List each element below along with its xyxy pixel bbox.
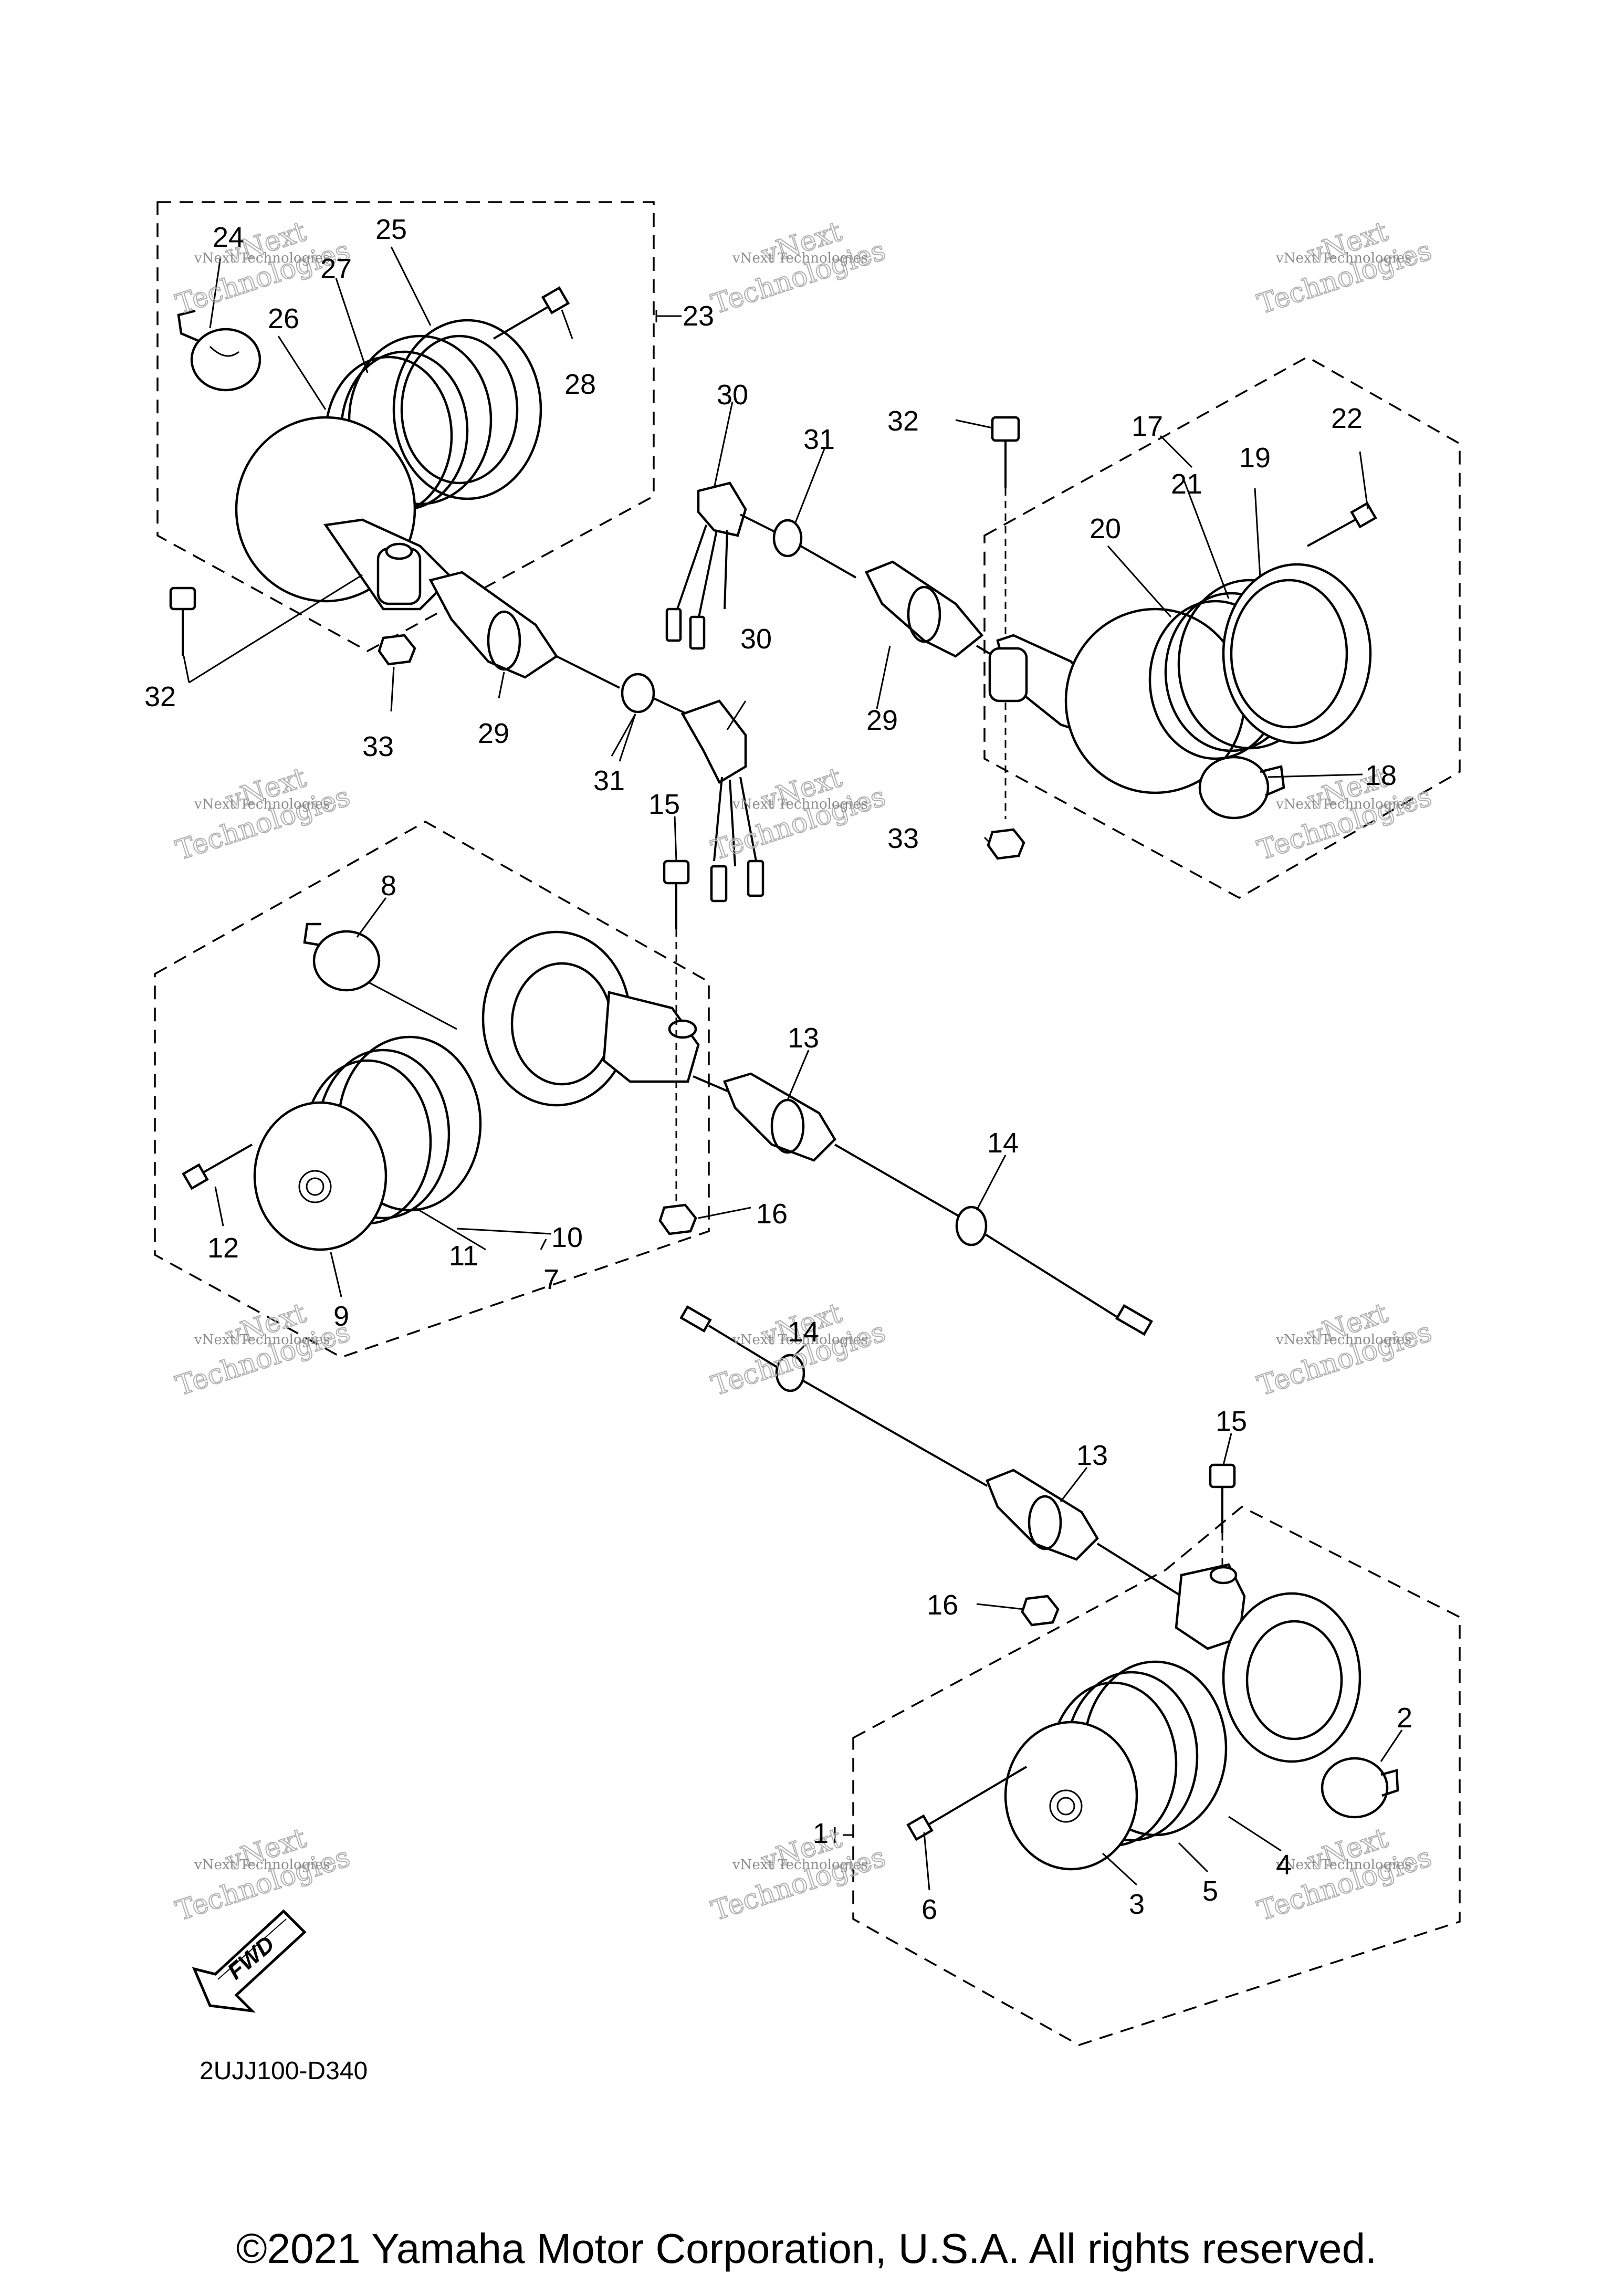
watermark-small: vNext Technologies bbox=[1275, 796, 1411, 812]
leader-lines bbox=[183, 246, 1403, 1891]
callout-28: 28 bbox=[564, 369, 596, 400]
callout-3: 3 bbox=[1129, 1889, 1145, 1920]
callout-30-upper: 30 bbox=[717, 379, 748, 411]
group-outline-23 bbox=[156, 201, 655, 652]
callout-2: 2 bbox=[1397, 1702, 1412, 1734]
fwd-arrow-icon: FWD bbox=[192, 1909, 307, 2013]
callout-11: 11 bbox=[449, 1240, 478, 1272]
callout-24: 24 bbox=[213, 222, 244, 253]
callout-30-lower: 30 bbox=[740, 623, 772, 655]
group-outline-17 bbox=[983, 355, 1461, 899]
callout-22: 22 bbox=[1331, 403, 1363, 434]
callout-31-lower: 31 bbox=[593, 765, 625, 796]
callout-14-lower: 14 bbox=[788, 1316, 819, 1348]
flasher-assembly-17 bbox=[987, 416, 1377, 860]
callout-21: 21 bbox=[1171, 468, 1202, 500]
callout-17: 17 bbox=[1132, 411, 1163, 442]
copyright-notice: ©2021 Yamaha Motor Corporation, U.S.A. A… bbox=[236, 2225, 1377, 2272]
watermark-small: vNext Technologies bbox=[1275, 1332, 1411, 1348]
callout-4: 4 bbox=[1276, 1849, 1292, 1881]
callout-31-upper: 31 bbox=[803, 424, 835, 455]
callout-1: 1 bbox=[813, 1818, 829, 1849]
callout-13-upper: 13 bbox=[788, 1022, 819, 1054]
watermark-small: vNext Technologies bbox=[732, 250, 868, 266]
callout-9: 9 bbox=[333, 1301, 349, 1332]
callout-29-left: 29 bbox=[478, 718, 509, 749]
callout-6: 6 bbox=[921, 1894, 937, 1925]
callout-7: 7 bbox=[543, 1264, 559, 1295]
callout-15-lower: 15 bbox=[1216, 1406, 1247, 1437]
flasher-assembly-23 bbox=[169, 286, 620, 689]
callout-18: 18 bbox=[1365, 760, 1397, 791]
callout-33-right: 33 bbox=[887, 823, 919, 854]
watermark-small: vNext Technologies bbox=[194, 796, 330, 812]
callout-19: 19 bbox=[1239, 442, 1271, 474]
watermark-small: vNext Technologies bbox=[194, 1332, 330, 1348]
callout-23: 23 bbox=[683, 300, 714, 332]
watermark-small: vNext Technologies bbox=[732, 796, 868, 812]
watermark-small: vNext Technologies bbox=[194, 250, 330, 266]
callout-10: 10 bbox=[551, 1222, 583, 1253]
callout-25: 25 bbox=[375, 214, 407, 245]
callout-29-right: 29 bbox=[866, 705, 898, 736]
callout-8: 8 bbox=[381, 870, 396, 901]
callout-16-lower: 16 bbox=[927, 1589, 958, 1621]
callout-5: 5 bbox=[1202, 1875, 1218, 1907]
watermark-small: vNext Technologies bbox=[1275, 250, 1411, 266]
flasher-assembly-1 bbox=[679, 1305, 1399, 1871]
diagram-code: 2UJJ100-D340 bbox=[200, 2057, 368, 2085]
callout-26: 26 bbox=[268, 303, 299, 334]
watermark-small: vNext Technologies bbox=[194, 1857, 330, 1873]
callout-12: 12 bbox=[207, 1232, 239, 1264]
callout-33-left: 33 bbox=[362, 731, 394, 762]
callout-20: 20 bbox=[1090, 513, 1121, 544]
callout-14-upper: 14 bbox=[987, 1127, 1019, 1159]
callout-32-right: 32 bbox=[887, 405, 919, 437]
callout-15-upper: 15 bbox=[648, 789, 680, 820]
group-outline-7 bbox=[154, 820, 710, 1358]
callout-16-upper: 16 bbox=[756, 1198, 788, 1230]
callout-13-lower: 13 bbox=[1076, 1440, 1108, 1471]
watermark-small: vNext Technologies bbox=[732, 1332, 868, 1348]
callout-27: 27 bbox=[320, 253, 352, 285]
watermark-small: vNext Technologies bbox=[1275, 1857, 1411, 1873]
callout-labels: 1 2 3 4 5 6 7 8 9 10 11 12 13 13 14 14 1… bbox=[144, 214, 1412, 1925]
watermark-small: vNext Technologies bbox=[732, 1857, 868, 1873]
flasher-assembly-7 bbox=[182, 922, 1154, 1336]
callout-32-left: 32 bbox=[144, 681, 176, 712]
group-outline-1 bbox=[852, 1505, 1461, 2046]
wire-connectors-upper bbox=[621, 481, 1004, 929]
